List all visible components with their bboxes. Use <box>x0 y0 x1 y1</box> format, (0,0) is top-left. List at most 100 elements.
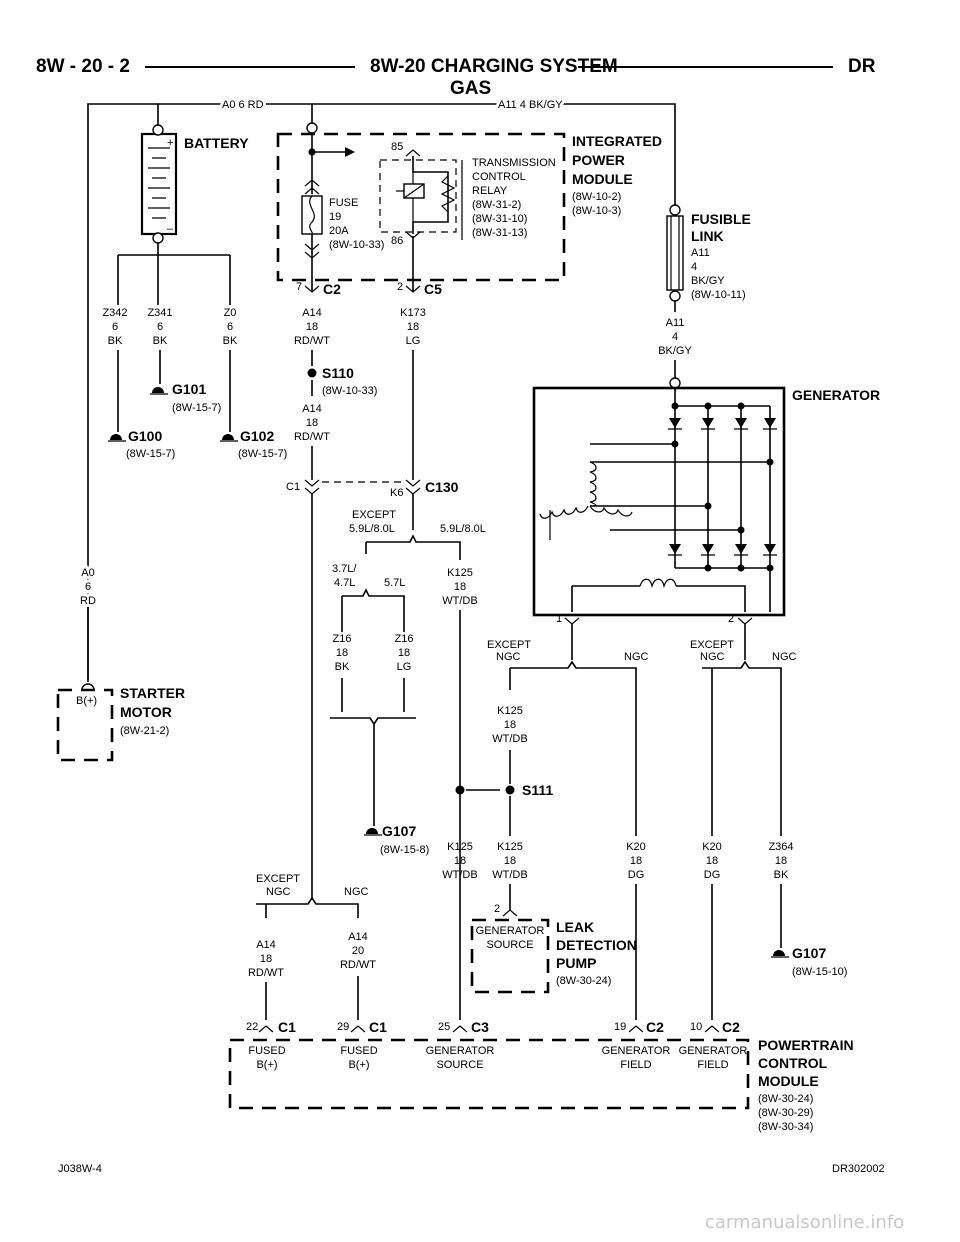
page-title: 8W-20 CHARGING SYSTEM <box>364 56 624 78</box>
wire-z342-gauge: 6 <box>112 321 118 333</box>
pcm-connectors <box>258 1025 720 1033</box>
relay-ref-3: (8W-31-13) <box>472 227 527 239</box>
wire-z364-name: Z364 <box>768 841 793 853</box>
fuse-rating: 20A <box>329 225 349 237</box>
wire-a14-mid-gauge: 18 <box>306 417 318 429</box>
fusible-link-spec-3: BK/GY <box>691 275 725 287</box>
pcm-title-1: POWERTRAIN <box>758 1037 854 1053</box>
wire-z0-name: Z0 <box>224 307 237 319</box>
pcm-pin-25-label-1: GENERATOR <box>426 1045 495 1057</box>
connector-chevron-icon <box>304 243 320 259</box>
option-fork-pin2 <box>702 660 782 836</box>
wire-a14-color: RD/WT <box>294 335 330 347</box>
connector-chevron-icon <box>737 617 753 625</box>
option-ngc-1: NGC <box>624 651 649 663</box>
wire-a0-left-gauge: 6 <box>85 581 91 593</box>
wire-k125-c-gauge: 18 <box>454 855 466 867</box>
pcm-ref-2: (8W-30-29) <box>758 1107 813 1119</box>
battery-label: BATTERY <box>184 135 249 151</box>
pcm-title-3: MODULE <box>758 1073 819 1089</box>
fusible-link-icon <box>666 215 684 291</box>
wire-a14-right-name: A14 <box>348 931 368 943</box>
wire-a14-left-name: A14 <box>256 939 276 951</box>
generator-box <box>532 386 786 617</box>
arrow-icon <box>345 147 355 157</box>
c130-pin-c1: C1 <box>286 481 300 493</box>
footer-left: J038W-4 <box>58 1163 102 1175</box>
pcm-pin-25-conn: C3 <box>471 1019 489 1035</box>
c130-pin-k6: K6 <box>390 487 403 499</box>
wire-a0-left-color: RD <box>80 595 96 607</box>
connector-chevron-icon <box>304 479 320 495</box>
ldp-pin: 2 <box>494 903 500 915</box>
pcm-pin-29-label-2: B(+) <box>348 1059 369 1071</box>
wire-a14-right-gauge: 20 <box>352 945 364 957</box>
battery-plus: + <box>167 137 173 149</box>
ground-g107b-ref: (8W-15-10) <box>792 966 847 978</box>
ipm-title-2: POWER <box>572 152 625 168</box>
generator-pin-1: 1 <box>556 613 562 625</box>
ground-icon <box>364 828 382 836</box>
ldp-title-3: PUMP <box>556 955 596 971</box>
pcm-pin-10-conn: C2 <box>722 1019 740 1035</box>
wire-k125-a-name: K125 <box>447 567 473 579</box>
wire-k20-b-name: K20 <box>702 841 722 853</box>
fusible-link-spec-1: A11 <box>691 247 710 259</box>
pcm-pin-22-label-2: B(+) <box>256 1059 277 1071</box>
wire-a11-label: A11 4 BK/GY <box>498 99 563 111</box>
ground-merge <box>330 678 416 826</box>
wire-k173-color: LG <box>406 335 421 347</box>
model-code: DR <box>842 56 882 78</box>
generator-pin-2: 2 <box>728 613 734 625</box>
wire-z342-name: Z342 <box>102 307 127 319</box>
ground-icon <box>108 434 126 442</box>
option-fork-pcm <box>256 896 359 918</box>
connector-chevron-icon <box>304 179 320 195</box>
battery: + – <box>140 124 178 244</box>
wire-a14-left-gauge: 18 <box>260 953 272 965</box>
relay-pin-86: 86 <box>391 235 403 247</box>
relay-label-3: RELAY <box>472 185 508 197</box>
ldp-title-1: LEAK <box>556 919 594 935</box>
starter-boundary <box>56 688 114 762</box>
ipm-terminal <box>306 122 318 134</box>
option-57l: 5.7L <box>384 577 405 589</box>
connector-chevron-icon <box>405 285 421 293</box>
ground-g107a: G107 <box>382 823 416 839</box>
ipm-c5-pin: 2 <box>397 281 403 293</box>
generator-internals <box>539 388 777 612</box>
wire-a0-label: A0 6 RD <box>222 99 264 111</box>
fusible-link-spec-2: 4 <box>691 261 697 273</box>
ldp-title-2: DETECTION <box>556 937 637 953</box>
wire-z16-lg-name: Z16 <box>395 633 414 645</box>
fuse-label: FUSE <box>329 197 358 209</box>
pcm-pin-10-label-1: GENERATOR <box>679 1045 748 1057</box>
pcm-pin-22-label-1: FUSED <box>248 1045 285 1057</box>
wire-z0-gauge: 6 <box>227 321 233 333</box>
wire-z16-lg-gauge: 18 <box>398 647 410 659</box>
battery-minus: – <box>167 223 174 235</box>
c130-name: C130 <box>425 479 459 495</box>
page-code: 8W - 20 - 2 <box>30 56 136 78</box>
pcm-pin-25: 25 <box>438 1021 450 1033</box>
ground-g101: G101 <box>172 381 206 397</box>
ground-g100: G100 <box>128 428 162 444</box>
option-47l: 4.7L <box>334 577 355 589</box>
wire-k125-d-name: K125 <box>497 841 523 853</box>
ground-g102: G102 <box>240 428 274 444</box>
ipm-c2-pin: 7 <box>296 281 302 293</box>
ipm-title-1: INTEGRATED <box>572 133 662 149</box>
ldp-ref: (8W-30-24) <box>556 975 611 987</box>
splice-s110-name: S110 <box>322 365 354 381</box>
wire-a11-gauge: 4 <box>672 331 678 343</box>
ground-icon <box>150 387 168 395</box>
connector-chevron-icon <box>405 149 421 157</box>
option-except-ngc-5: EXCEPT <box>256 873 300 885</box>
wire-a14-mid-name: A14 <box>302 403 322 415</box>
pcm-pin-25-label-2: SOURCE <box>436 1059 483 1071</box>
option-ngc-2: NGC <box>772 651 797 663</box>
wire-k125-c-name: K125 <box>447 841 473 853</box>
wire-z342-color: BK <box>108 335 123 347</box>
wire-a14-left-color: RD/WT <box>248 967 284 979</box>
wire-a14-gauge: 18 <box>306 321 318 333</box>
